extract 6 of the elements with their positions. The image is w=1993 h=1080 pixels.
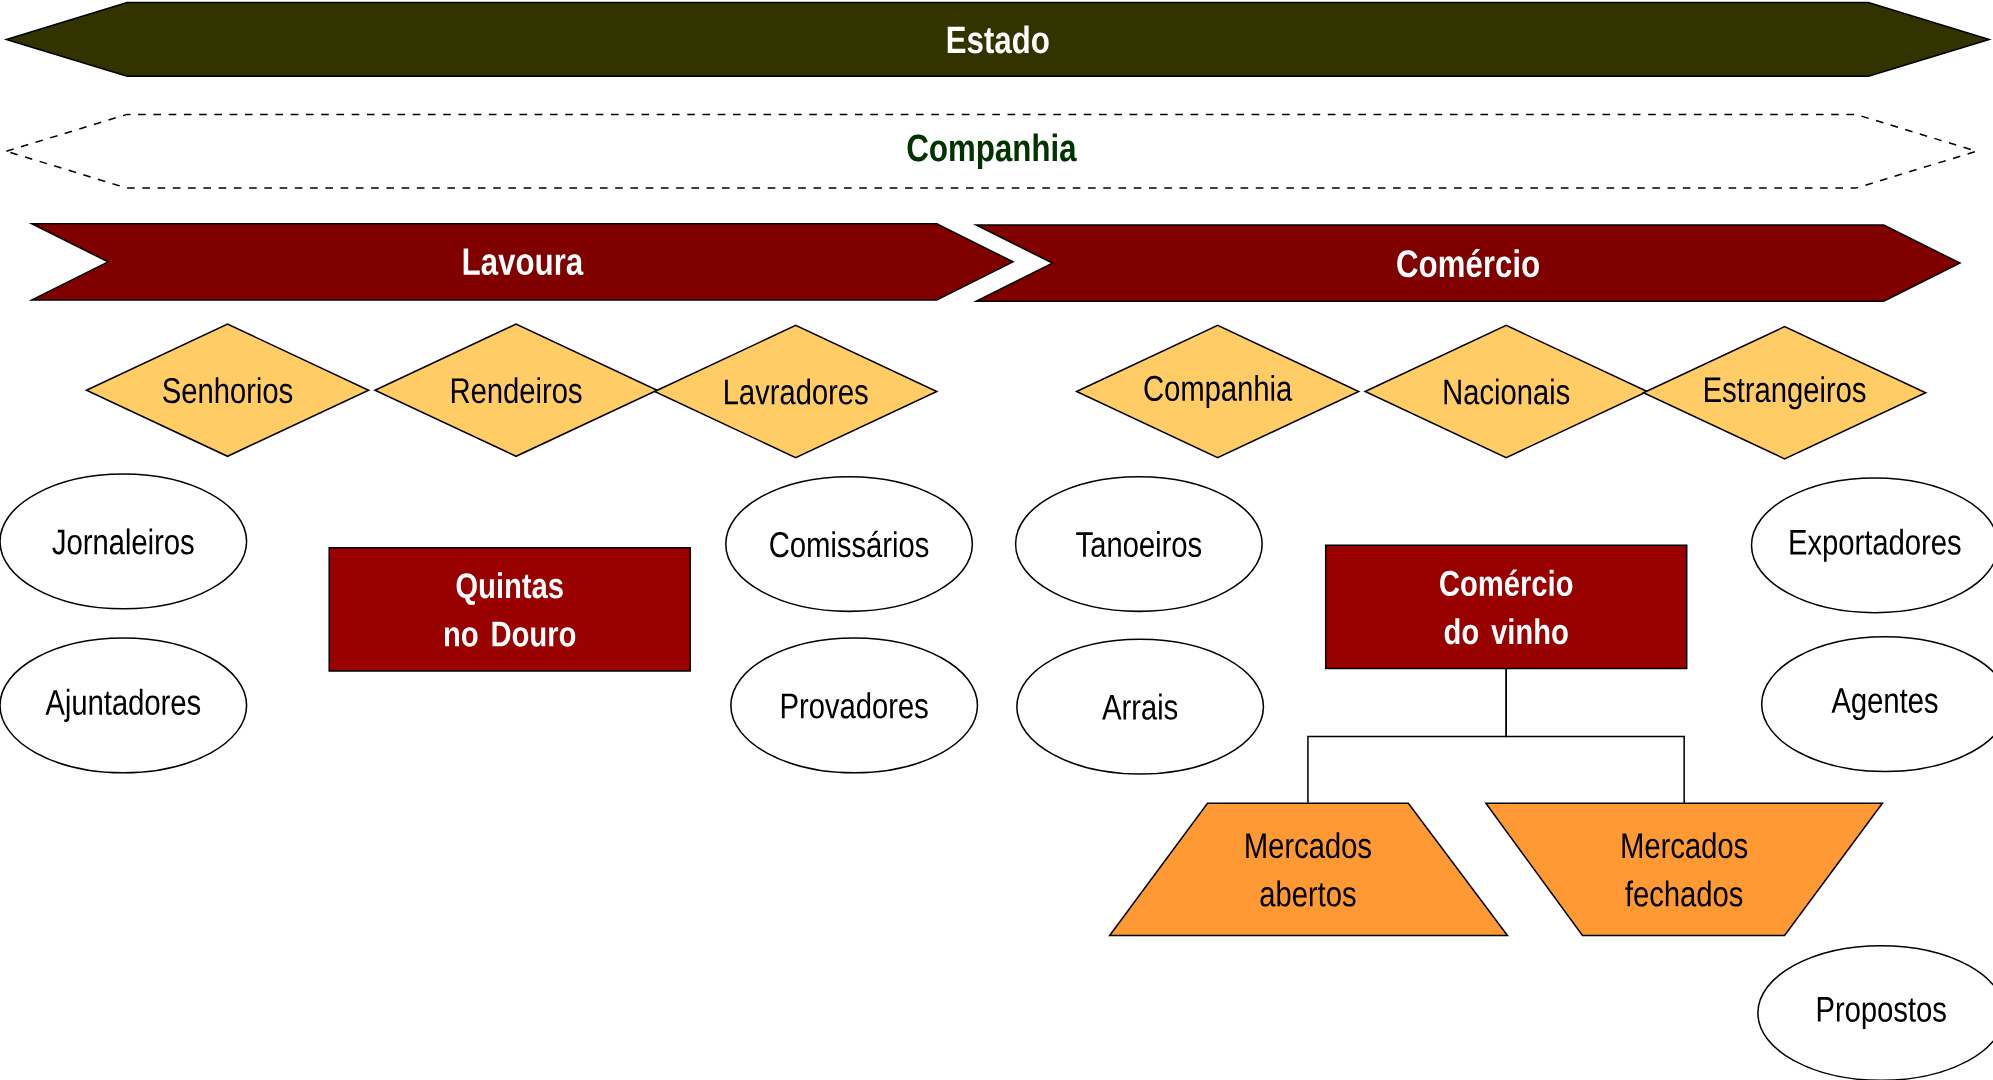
connector: [1505, 668, 1685, 804]
box: Comércio do vinho: [1324, 544, 1688, 670]
trapezoid: Mercados abertos: [1108, 802, 1509, 937]
banner: Comércio: [972, 224, 1962, 302]
box: Quintas no Douro: [328, 546, 691, 672]
banner: Lavoura: [28, 222, 1015, 301]
